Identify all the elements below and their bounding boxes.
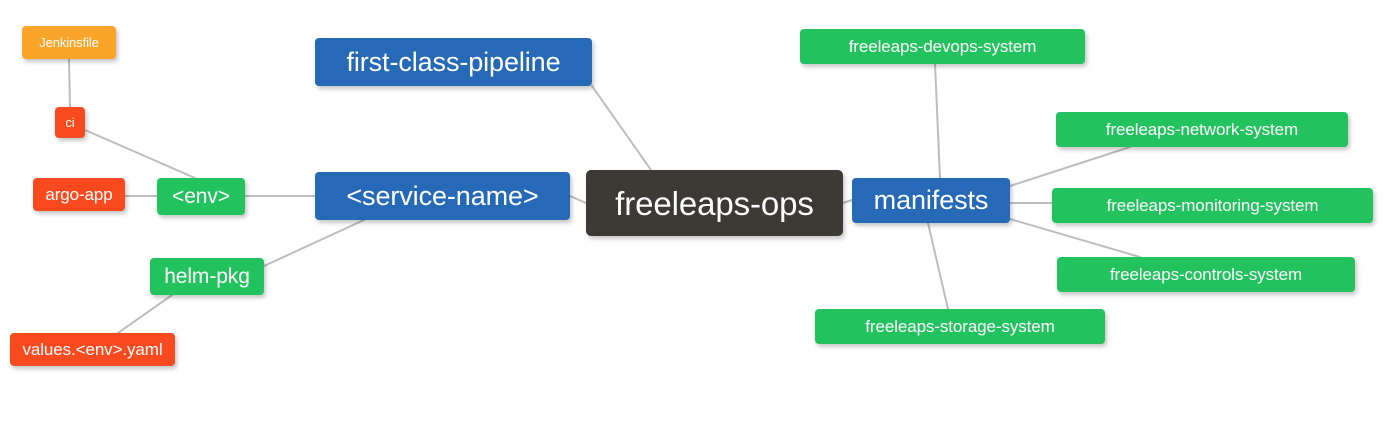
edge-freeleaps-ops-to-first-class-pipeline	[591, 85, 652, 171]
edge-manifests-to-freeleaps-storage-system	[927, 222, 949, 310]
mindmap-node-jenkinsfile[interactable]: Jenkinsfile	[22, 26, 116, 59]
edge-freeleaps-ops-to-service-name	[569, 195, 587, 204]
mindmap-node-first-class-pipeline[interactable]: first-class-pipeline	[315, 38, 592, 86]
mindmap-node-service-name[interactable]: <service-name>	[315, 172, 570, 220]
edge-manifests-to-freeleaps-devops-system	[934, 63, 941, 179]
mindmap-node-env[interactable]: <env>	[157, 178, 245, 215]
mindmap-node-manifests[interactable]: manifests	[852, 178, 1010, 223]
edge-helm-pkg-to-values-env-yaml	[117, 294, 173, 334]
mindmap-node-freeleaps-controls-system[interactable]: freeleaps-controls-system	[1057, 257, 1355, 292]
edge-manifests-to-freeleaps-network-system	[1009, 146, 1131, 187]
edge-freeleaps-ops-to-manifests	[842, 199, 853, 204]
mindmap-node-freeleaps-monitoring-system[interactable]: freeleaps-monitoring-system	[1052, 188, 1373, 223]
mindmap-node-freeleaps-network-system[interactable]: freeleaps-network-system	[1056, 112, 1348, 147]
edge-env-to-ci	[84, 129, 196, 179]
edge-service-name-to-helm-pkg	[263, 219, 365, 267]
mindmap-node-ci[interactable]: ci	[55, 107, 85, 138]
mindmap-node-helm-pkg[interactable]: helm-pkg	[150, 258, 264, 295]
mindmap-node-freeleaps-ops[interactable]: freeleaps-ops	[586, 170, 843, 236]
edge-manifests-to-freeleaps-controls-system	[1009, 218, 1141, 258]
mindmap-node-argo-app[interactable]: argo-app	[33, 178, 125, 211]
mindmap-node-values-env-yaml[interactable]: values.<env>.yaml	[10, 333, 175, 366]
mindmap-node-freeleaps-storage-system[interactable]: freeleaps-storage-system	[815, 309, 1105, 344]
edge-ci-to-jenkinsfile	[68, 58, 71, 108]
mindmap-node-freeleaps-devops-system[interactable]: freeleaps-devops-system	[800, 29, 1085, 64]
